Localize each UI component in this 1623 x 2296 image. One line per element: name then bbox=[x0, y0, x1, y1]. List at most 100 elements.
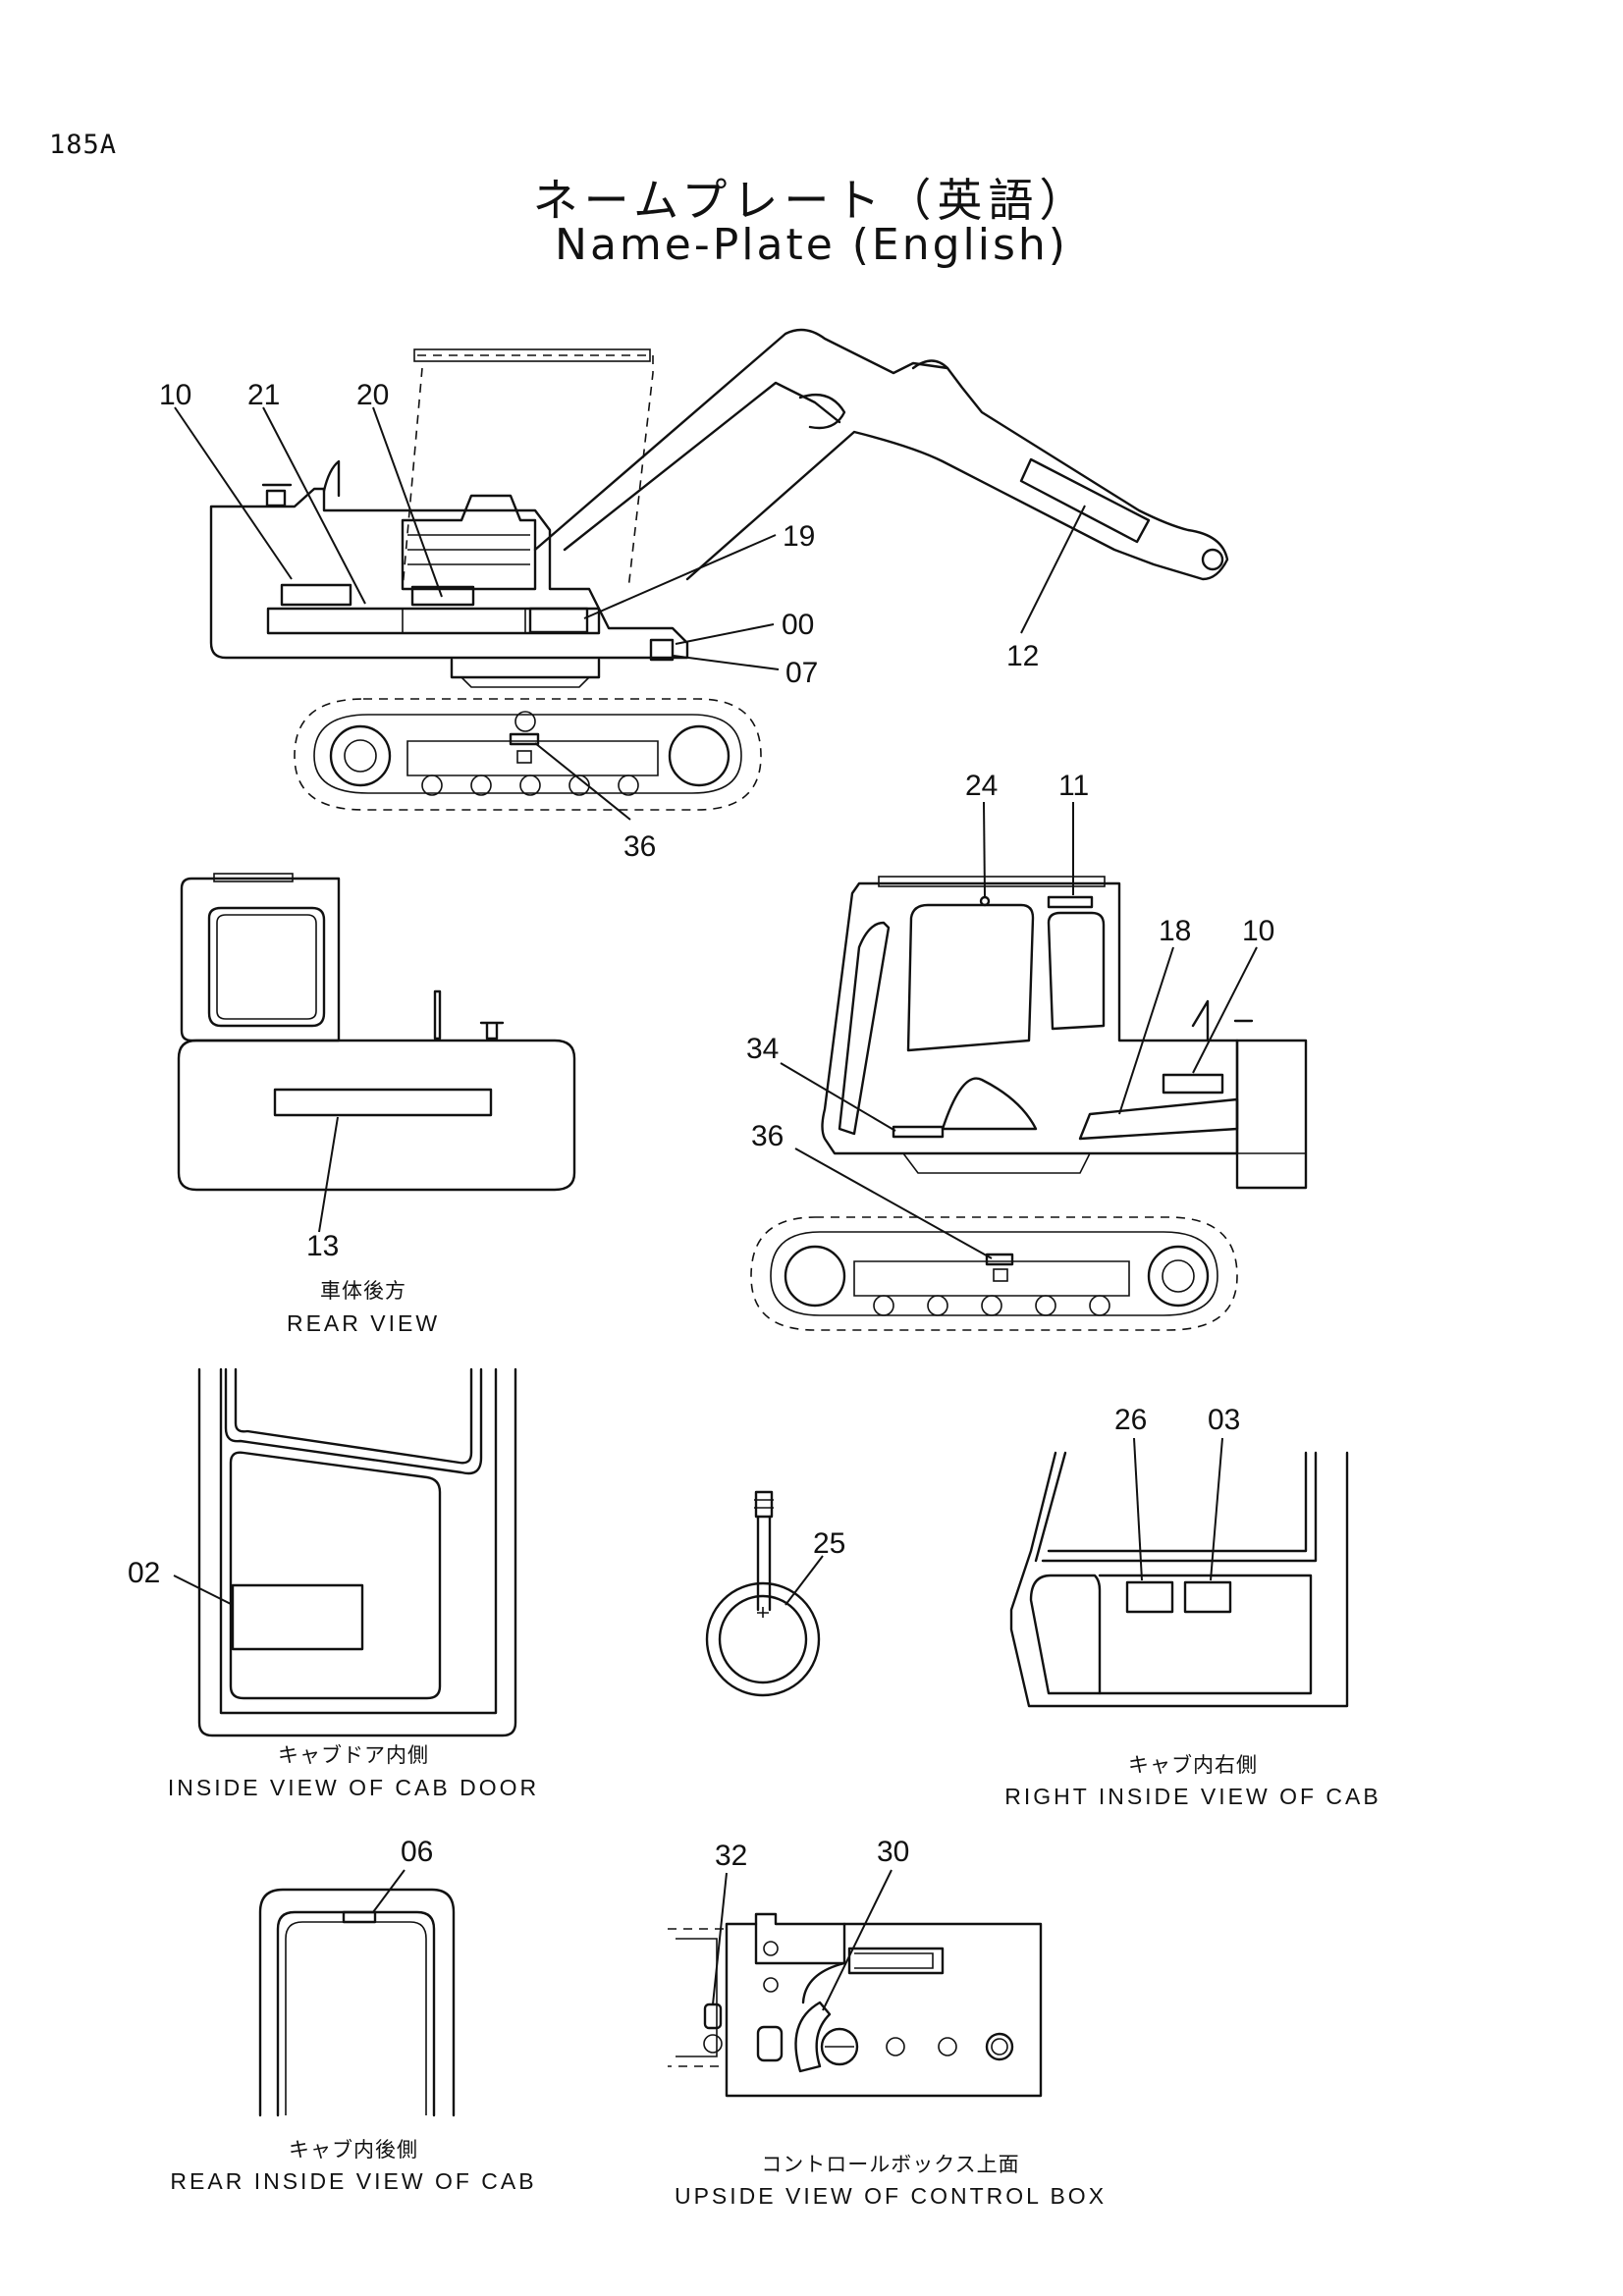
cab-roof-front bbox=[878, 876, 1106, 887]
leader-36-side bbox=[534, 742, 631, 821]
right-cab-view: 26 03 キャブ内右側 RIGHT INSIDE VIEW OF CAB bbox=[1004, 1404, 1380, 1809]
crawler-track-inner bbox=[313, 714, 742, 794]
rear-fuel-cap bbox=[479, 1021, 505, 1041]
swing-ring bbox=[460, 676, 590, 688]
indicator-c bbox=[985, 2032, 1014, 2061]
indicator-a bbox=[886, 2037, 905, 2056]
front-swing-ring bbox=[835, 1152, 1306, 1174]
plate-11 bbox=[1047, 895, 1094, 909]
door-inner-frame bbox=[219, 1367, 498, 1715]
label-34: 34 bbox=[746, 1033, 779, 1065]
rear-window bbox=[207, 906, 326, 1028]
label-02: 02 bbox=[128, 1557, 160, 1589]
sprocket-wheel bbox=[668, 724, 730, 787]
front-track-rollers bbox=[873, 1295, 1110, 1316]
rear-exhaust bbox=[433, 989, 442, 1041]
indicator-c-inner bbox=[991, 2038, 1008, 2056]
caption-cab-door-jp: キャブドア内側 bbox=[278, 1743, 429, 1767]
gauge-mark bbox=[757, 1607, 769, 1618]
control-box-left-inner bbox=[676, 1938, 718, 2057]
plate-32 bbox=[703, 2002, 723, 2030]
leader-30 bbox=[822, 1869, 893, 2011]
leader-25 bbox=[784, 1555, 824, 1606]
arm-bracket bbox=[911, 359, 949, 370]
leader-03 bbox=[1210, 1437, 1223, 1581]
label-06: 06 bbox=[401, 1836, 433, 1868]
cab-door-window bbox=[906, 903, 1035, 1052]
caption-right-cab-en: RIGHT INSIDE VIEW OF CAB bbox=[1004, 1784, 1380, 1809]
door-window-frame-outer bbox=[224, 1367, 483, 1475]
screw-b bbox=[763, 1977, 779, 1993]
gauge-stem bbox=[756, 1515, 772, 1612]
rear-cab-roof bbox=[213, 873, 294, 882]
lever-slot-inner bbox=[854, 1952, 934, 1969]
lever-slot bbox=[847, 1947, 945, 1975]
leader-24 bbox=[983, 801, 986, 898]
leader-12 bbox=[1020, 505, 1086, 634]
door-panel bbox=[229, 1451, 442, 1700]
lever-arm bbox=[801, 1961, 846, 2004]
plate-12-side bbox=[1019, 457, 1151, 544]
right-cab-outer bbox=[1009, 1451, 1349, 1708]
idler-wheel bbox=[329, 724, 392, 787]
plate-19-side bbox=[528, 607, 589, 634]
leader-19 bbox=[583, 534, 777, 619]
boom-arm bbox=[533, 328, 1229, 581]
label-12: 12 bbox=[1006, 640, 1039, 672]
bucket-pin bbox=[1201, 548, 1224, 571]
label-24: 24 bbox=[965, 770, 998, 802]
leader-21 bbox=[262, 406, 366, 605]
caption-rear-view-jp: 車体後方 bbox=[320, 1279, 406, 1303]
leader-02 bbox=[173, 1575, 234, 1606]
leader-32 bbox=[712, 1872, 728, 2005]
leader-07 bbox=[673, 655, 780, 670]
arm-cylinder-pivot bbox=[798, 393, 846, 430]
label-36-side: 36 bbox=[623, 830, 656, 863]
rear-cab-frame-outer bbox=[258, 1888, 456, 2117]
exhaust-pipe bbox=[322, 459, 341, 498]
front-right-view: 24 11 18 10 34 36 bbox=[746, 770, 1308, 1331]
door-outer-frame bbox=[197, 1367, 517, 1737]
idler-hub bbox=[344, 739, 377, 773]
plate-36-side bbox=[509, 732, 540, 746]
caption-control-box-en: UPSIDE VIEW OF CONTROL BOX bbox=[675, 2183, 1107, 2209]
cab-outline-dashed bbox=[402, 354, 654, 590]
leader-06 bbox=[372, 1869, 406, 1913]
track-adjuster bbox=[516, 750, 532, 764]
label-20: 20 bbox=[356, 379, 389, 411]
right-cab-console bbox=[1098, 1574, 1313, 1695]
label-19: 19 bbox=[783, 520, 815, 553]
engine-fins bbox=[407, 534, 530, 565]
label-18: 18 bbox=[1159, 915, 1191, 947]
plate-10-side bbox=[280, 583, 352, 607]
rear-window-inner bbox=[216, 914, 317, 1020]
right-cab-pillar bbox=[1034, 1451, 1067, 1563]
crawler-track-outer bbox=[294, 698, 762, 811]
indicator-b bbox=[938, 2037, 957, 2056]
plate-06 bbox=[342, 1910, 377, 1924]
gauge-cap bbox=[754, 1490, 774, 1519]
counterweight bbox=[177, 1039, 576, 1192]
control-box-outline bbox=[725, 1912, 1043, 2098]
leader-13 bbox=[318, 1116, 339, 1233]
side-view-excavator: 10 21 20 19 00 07 12 36 bbox=[159, 328, 1229, 863]
leader-00 bbox=[675, 623, 775, 645]
caption-rear-cab-en: REAR INSIDE VIEW OF CAB bbox=[170, 2168, 536, 2194]
carrier-roller bbox=[514, 711, 536, 732]
boom-lower-edge bbox=[563, 381, 841, 552]
leader-36-front bbox=[794, 1148, 993, 1259]
label-07: 07 bbox=[785, 657, 818, 689]
screw-a bbox=[763, 1941, 779, 1956]
track-rollers bbox=[421, 774, 639, 796]
leader-34 bbox=[780, 1062, 896, 1132]
caption-control-box-jp: コントロールボックス上面 bbox=[761, 2153, 1019, 2176]
rear-cab-view: 06 キャブ内後側 REAR INSIDE VIEW OF CAB bbox=[170, 1836, 536, 2194]
control-box-recess bbox=[754, 1922, 846, 1965]
door-window-frame-inner bbox=[234, 1367, 473, 1465]
label-00: 00 bbox=[782, 609, 814, 641]
label-36-front: 36 bbox=[751, 1120, 784, 1152]
title-english: Name-Plate (English) bbox=[555, 220, 1068, 270]
control-box-view: 32 30 コントロールボックス上面 UPSIDE VIEW OF CONTRO… bbox=[668, 1836, 1107, 2209]
label-13: 13 bbox=[306, 1230, 339, 1262]
